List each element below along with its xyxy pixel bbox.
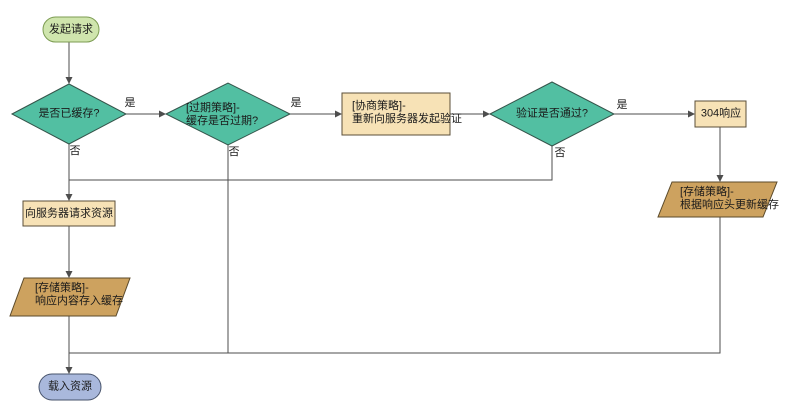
edge-label-expired-yes: 是 [290, 97, 302, 109]
edge-label-cached-yes: 是 [124, 97, 136, 109]
decision-expired-label-line2: 缓存是否过期? [186, 115, 259, 127]
process-revalidate-label-line2: 重新向服务器发起验证 [352, 113, 462, 125]
edge-update-to-bottom [69, 217, 721, 354]
io-store-cache-label-line2: 响应内容存入缓存 [35, 295, 123, 307]
process-revalidate-label: [协商策略]- 重新向服务器发起验证 [352, 100, 462, 126]
decision-expired-label-line1: [过期策略]- [186, 102, 240, 114]
edge-label-expired-no: 否 [228, 146, 240, 158]
decision-pass-shape [488, 81, 616, 147]
arrow-into-request [65, 194, 73, 201]
arrow-into-update-cache [716, 175, 724, 182]
arrow-into-end [65, 367, 73, 374]
decision-cached-label: 是否已缓存? [38, 107, 100, 120]
terminator-end-shape [38, 373, 102, 401]
process-request-label: 向服务器请求资源 [25, 207, 113, 220]
arrow-into-store-cache [65, 271, 73, 278]
process-revalidate-shape [341, 92, 451, 136]
terminator-end-label: 载入资源 [48, 380, 92, 393]
io-update-cache-label-line1: [存储策略]- [680, 186, 734, 198]
process-304-label: 304响应 [700, 107, 742, 120]
arrow-into-revalidate [335, 110, 342, 118]
io-store-cache-label-line1: [存储策略]- [35, 282, 89, 294]
edge-label-pass-yes: 是 [616, 99, 628, 111]
edge-label-pass-no: 否 [554, 147, 566, 159]
io-update-cache-shape [657, 181, 778, 218]
io-update-cache-label-line2: 根据响应头更新缓存 [680, 199, 779, 211]
terminator-start-shape [42, 16, 100, 43]
process-304-shape [694, 100, 747, 128]
io-update-cache-label: [存储策略]- 根据响应头更新缓存 [680, 186, 779, 212]
decision-expired-label: [过期策略]- 缓存是否过期? [186, 102, 258, 128]
arrow-into-expired [159, 110, 166, 118]
decision-pass-label: 验证是否通过? [515, 107, 589, 120]
decision-expired-shape [164, 82, 292, 146]
connector-lines [68, 42, 721, 371]
process-request-shape [22, 200, 116, 227]
decision-cached-shape [10, 83, 128, 145]
process-revalidate-label-line1: [协商策略]- [352, 100, 406, 112]
arrowheads [65, 77, 724, 374]
io-store-cache-shape [9, 277, 131, 317]
arrow-into-pass [483, 110, 490, 118]
edge-label-cached-no: 否 [69, 145, 81, 157]
edge-pass-no [69, 146, 553, 181]
terminator-start-label: 发起请求 [49, 23, 93, 36]
arrow-into-304 [688, 110, 695, 118]
arrow-into-cached [65, 77, 73, 84]
io-store-cache-label: [存储策略]- 响应内容存入缓存 [35, 282, 123, 308]
